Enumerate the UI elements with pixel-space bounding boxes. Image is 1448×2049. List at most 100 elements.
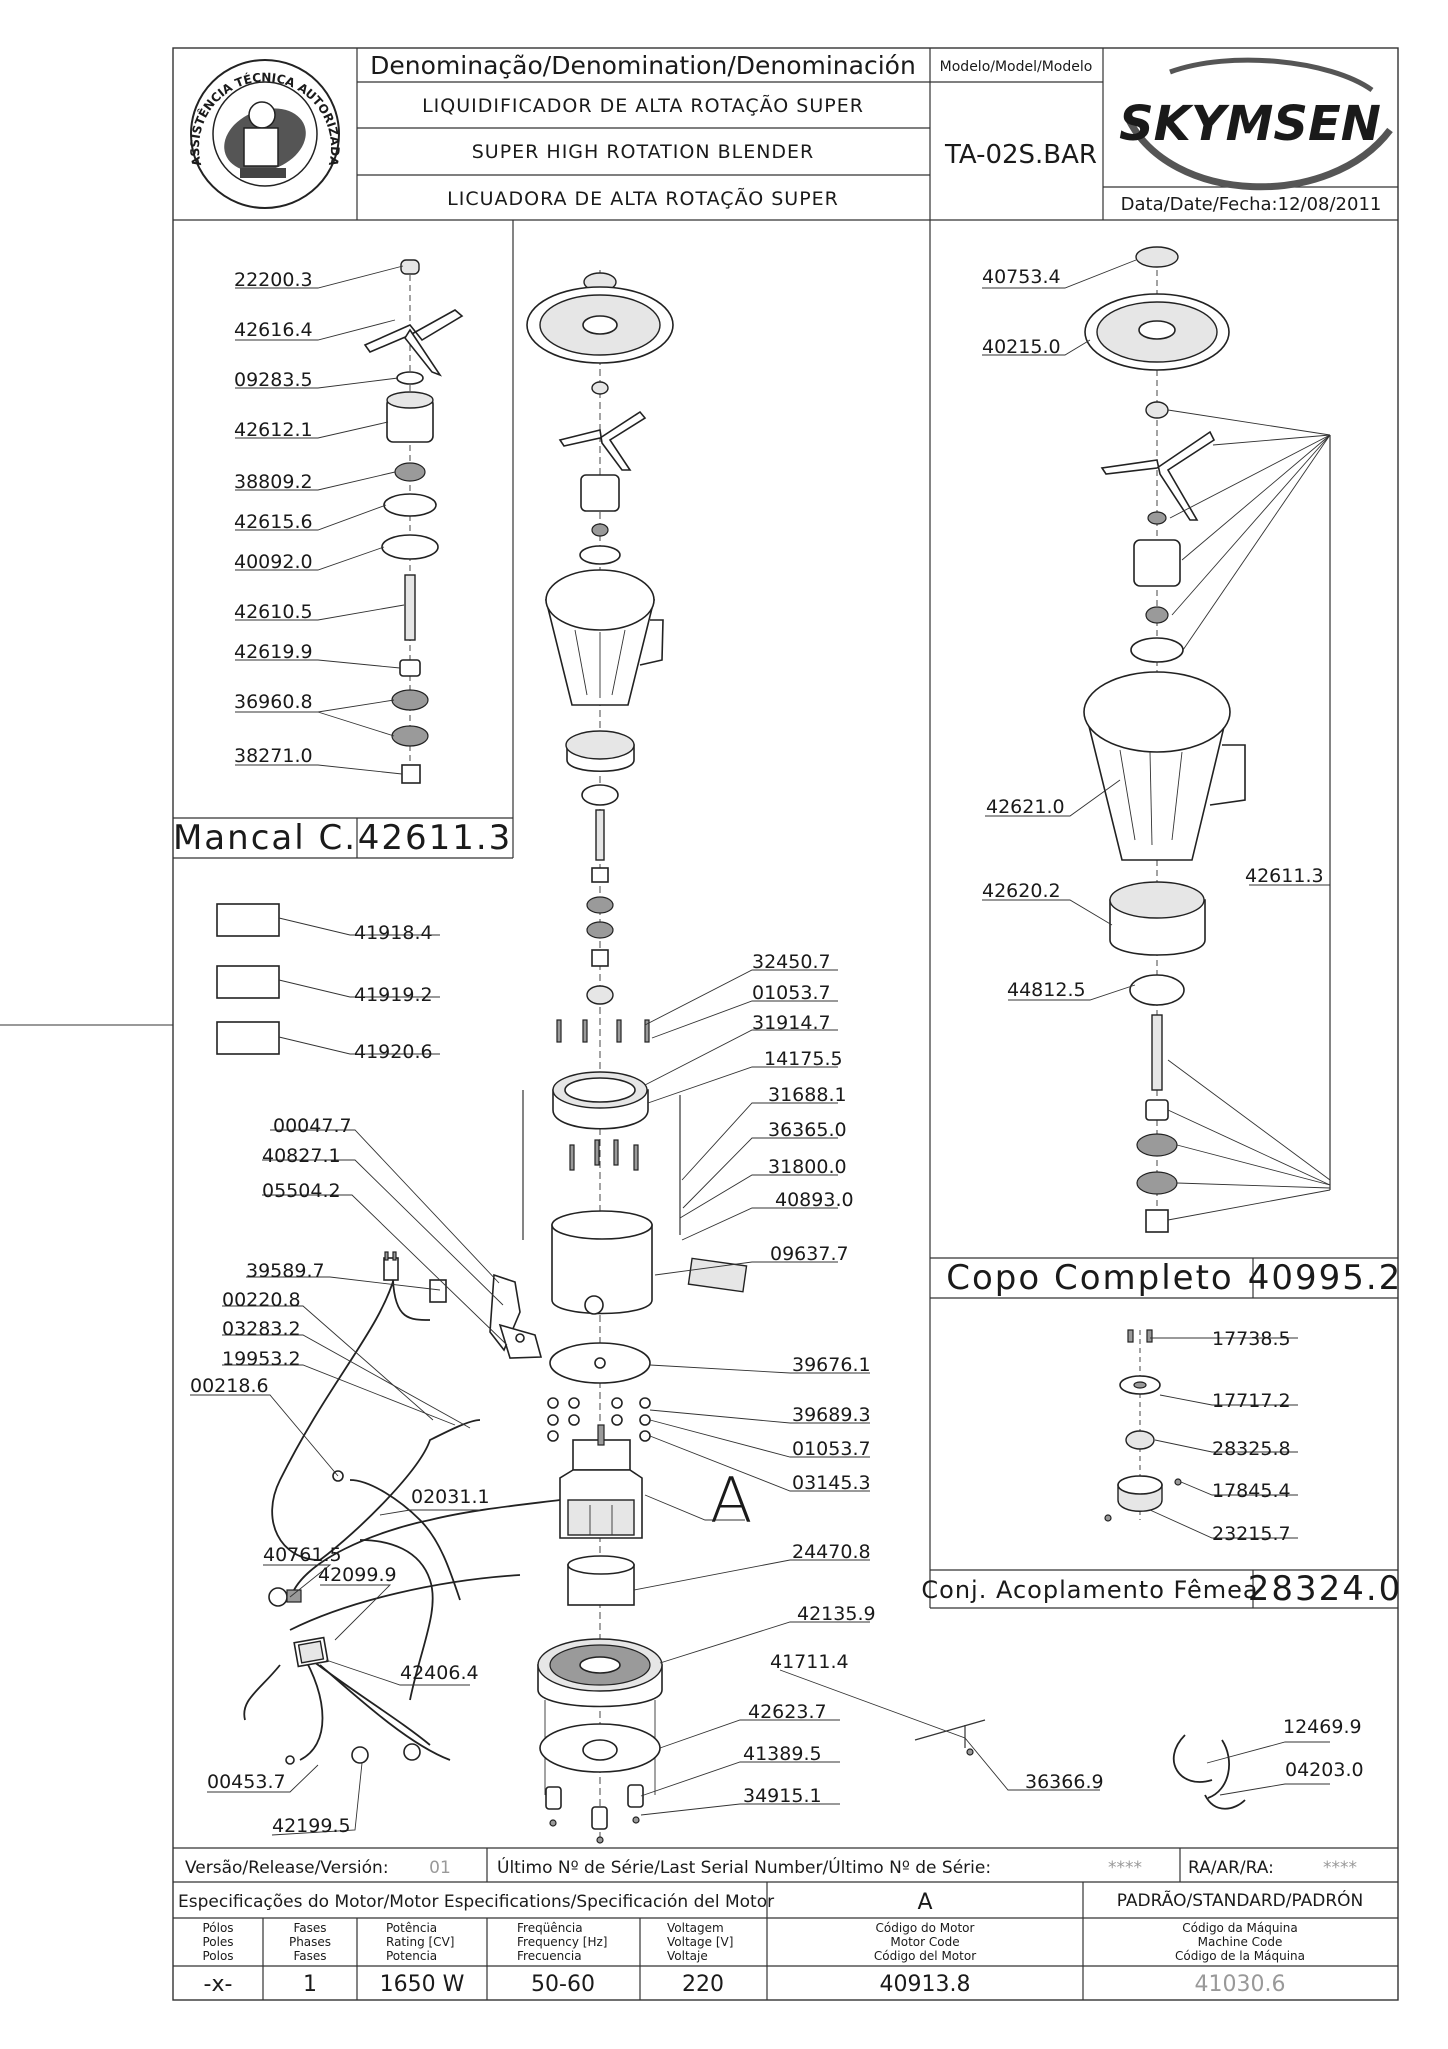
- svg-text:Machine Code: Machine Code: [1198, 1935, 1283, 1949]
- footer-table: Versão/Release/Versión: 01 Último Nº de …: [173, 1847, 1398, 2000]
- svg-text:Motor Code: Motor Code: [890, 1935, 959, 1949]
- svg-text:Potencia: Potencia: [386, 1949, 437, 1963]
- name-english: SUPER HIGH ROTATION BLENDER: [472, 141, 815, 163]
- title-block: ASSISTÊNCIA TÉCNICA AUTORIZADA Denominaç…: [173, 48, 1398, 221]
- label-stickers: 41918.4 41919.2 41920.6: [216, 903, 440, 1063]
- part-42611-3: 42611.3: [1245, 865, 1324, 887]
- part-22200-3: 22200.3: [234, 269, 313, 291]
- col-poles-header: Pólos Poles Polos: [202, 1921, 233, 1963]
- part-42623-7: 42623.7: [748, 1701, 827, 1723]
- part-36366-9: 36366.9: [1025, 1771, 1104, 1793]
- brand-wordmark: SKYMSEN: [1119, 96, 1381, 152]
- part-09283-5: 09283.5: [234, 369, 313, 391]
- part-31914-7: 31914.7: [752, 1012, 831, 1034]
- part-14175-5: 14175.5: [764, 1048, 843, 1070]
- col-voltage-header: Voltagem Voltage [V] Voltaje: [667, 1921, 733, 1963]
- part-19953-2: 19953.2: [222, 1348, 301, 1370]
- val-poles: -x-: [204, 1972, 233, 1997]
- motor-marker-a: A: [710, 1464, 752, 1537]
- copo-code: 40995.2: [1248, 1258, 1403, 1298]
- copo-title: Copo Completo: [946, 1258, 1233, 1298]
- val-voltage: 220: [682, 1972, 724, 1997]
- part-42099-9: 42099.9: [318, 1564, 397, 1586]
- loose-parts: 41711.4 36366.9 12469.9 04203.0: [770, 1651, 1364, 1810]
- part-39689-3: 39689.3: [792, 1404, 871, 1426]
- val-machine-code: 41030.6: [1195, 1972, 1286, 1997]
- part-44812-5: 44812.5: [1007, 979, 1086, 1001]
- svg-text:Fases: Fases: [293, 1949, 326, 1963]
- version-label: Versão/Release/Versión:: [185, 1858, 389, 1878]
- version-value: 01: [429, 1858, 451, 1878]
- part-41920-6: 41920.6: [354, 1041, 433, 1063]
- motor-spec-code: A: [917, 1890, 932, 1915]
- svg-text:Phases: Phases: [289, 1935, 331, 1949]
- part-34915-1: 34915.1: [743, 1785, 822, 1807]
- acoplamento-code: 28324.0: [1248, 1569, 1403, 1609]
- col-phases-header: Fases Phases Fases: [289, 1921, 331, 1963]
- part-42620-2: 42620.2: [982, 880, 1061, 902]
- svg-text:Fases: Fases: [293, 1921, 326, 1935]
- part-38809-2: 38809.2: [234, 471, 313, 493]
- part-39589-7: 39589.7: [246, 1260, 325, 1282]
- part-00047-7: 00047.7: [273, 1115, 352, 1137]
- part-00218-6: 00218.6: [190, 1375, 269, 1397]
- svg-text:Código do Motor: Código do Motor: [876, 1921, 975, 1935]
- svg-text:Poles: Poles: [202, 1935, 233, 1949]
- drawing-date: Data/Date/Fecha:12/08/2011: [1121, 194, 1382, 215]
- authorized-service-seal: ASSISTÊNCIA TÉCNICA AUTORIZADA: [188, 59, 342, 209]
- part-23215-7: 23215.7: [1212, 1523, 1291, 1545]
- svg-text:Código de la Máquina: Código de la Máquina: [1175, 1949, 1305, 1963]
- val-power: 1650 W: [380, 1972, 465, 1997]
- part-01053-7-lower: 01053.7: [792, 1438, 871, 1460]
- svg-text:Voltage [V]: Voltage [V]: [667, 1935, 733, 1949]
- col-machine-code-header: Código da Máquina Machine Code Código de…: [1175, 1921, 1305, 1963]
- part-42615-6: 42615.6: [234, 511, 313, 533]
- part-42610-5: 42610.5: [234, 601, 313, 623]
- model-code: TA-02S.BAR: [944, 140, 1097, 170]
- svg-text:Pólos: Pólos: [202, 1921, 233, 1935]
- svg-text:Código da Máquina: Código da Máquina: [1182, 1921, 1297, 1935]
- part-41918-4: 41918.4: [354, 922, 433, 944]
- val-motor-code: 40913.8: [880, 1972, 971, 1997]
- part-28325-8: 28325.8: [1212, 1438, 1291, 1460]
- part-40092-0: 40092.0: [234, 551, 313, 573]
- svg-text:Voltagem: Voltagem: [667, 1921, 724, 1935]
- part-36365-0: 36365.0: [768, 1119, 847, 1141]
- part-41711-4: 41711.4: [770, 1651, 849, 1673]
- part-39676-1: 39676.1: [792, 1354, 871, 1376]
- part-12469-9: 12469.9: [1283, 1716, 1362, 1738]
- mancal-code: 42611.3: [358, 818, 513, 858]
- svg-text:Potência: Potência: [386, 1921, 437, 1935]
- part-17845-4: 17845.4: [1212, 1480, 1291, 1502]
- part-17717-2: 17717.2: [1212, 1390, 1291, 1412]
- acoplamento-panel: Conj. Acoplamento Fêmea 28324.0 17738.5 …: [921, 1328, 1403, 1609]
- val-frequency: 50-60: [531, 1972, 595, 1997]
- standard-label: PADRÃO/STANDARD/PADRÓN: [1117, 1889, 1364, 1911]
- part-32450-7: 32450.7: [752, 951, 831, 973]
- part-00220-8: 00220.8: [222, 1289, 301, 1311]
- part-03283-2: 03283.2: [222, 1318, 301, 1340]
- part-42135-9: 42135.9: [797, 1603, 876, 1625]
- part-40215-0: 40215.0: [982, 336, 1061, 358]
- col-frequency-header: Freqüência Frequency [Hz] Frecuencia: [517, 1921, 608, 1963]
- mancal-title: Mancal C.: [173, 818, 357, 858]
- part-03145-3: 03145.3: [792, 1472, 871, 1494]
- col-motor-code-header: Código do Motor Motor Code Código del Mo…: [874, 1921, 976, 1963]
- acoplamento-title: Conj. Acoplamento Fêmea: [921, 1576, 1258, 1604]
- svg-text:Polos: Polos: [202, 1949, 233, 1963]
- part-04203-0: 04203.0: [1285, 1759, 1364, 1781]
- part-40827-1: 40827.1: [262, 1145, 341, 1167]
- part-02031-1: 02031.1: [411, 1486, 490, 1508]
- part-38271-0: 38271.0: [234, 745, 313, 767]
- drawing-frame: [172, 47, 1399, 2001]
- part-01053-7-upper: 01053.7: [752, 982, 831, 1004]
- part-36960-8: 36960.8: [234, 691, 313, 713]
- part-31800-0: 31800.0: [768, 1156, 847, 1178]
- ra-value: ****: [1323, 1858, 1357, 1878]
- part-40753-4: 40753.4: [982, 266, 1061, 288]
- part-42621-0: 42621.0: [986, 796, 1065, 818]
- main-assembly: 32450.7 01053.7 31914.7 14175.5 31688.1 …: [489, 270, 876, 1844]
- part-42199-5: 42199.5: [272, 1815, 351, 1837]
- serial-label: Último Nº de Série/Last Serial Number/Úl…: [497, 1856, 991, 1878]
